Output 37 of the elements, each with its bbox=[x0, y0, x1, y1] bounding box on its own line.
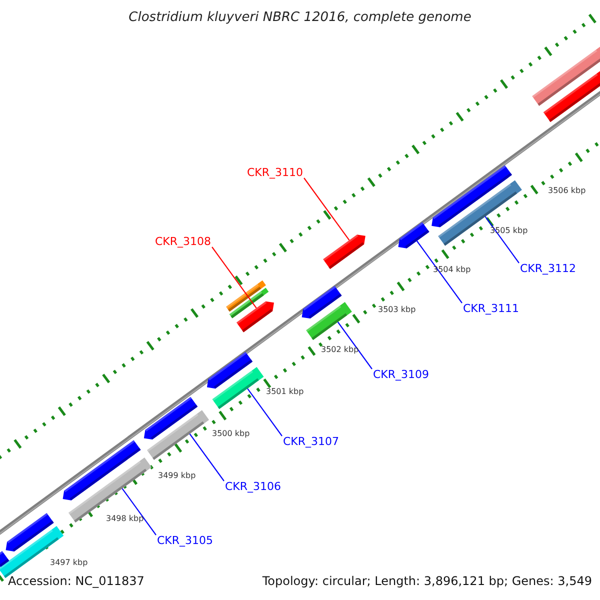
gene-bar bbox=[229, 288, 269, 318]
accession-text: Accession: NC_011837 bbox=[8, 575, 144, 587]
gene-bar bbox=[206, 352, 253, 389]
gene-bar bbox=[0, 551, 10, 567]
gene-label: CKR_3111 bbox=[463, 303, 520, 314]
leader-line bbox=[337, 322, 372, 370]
gene-bar bbox=[543, 70, 600, 122]
title: Clostridium kluyveri NBRC 12016, complete genome bbox=[128, 11, 472, 24]
position-label: 3498 kbp bbox=[106, 515, 144, 523]
gene-label: CKR_3109 bbox=[373, 369, 430, 380]
gene-bar bbox=[144, 396, 198, 440]
gene-bar bbox=[398, 222, 430, 248]
position-label: 3499 kbp bbox=[158, 472, 196, 480]
leader-line bbox=[304, 178, 350, 241]
gene-label: CKR_3107 bbox=[283, 436, 340, 447]
gene-bar bbox=[323, 234, 366, 269]
position-label: 3502 kbp bbox=[321, 346, 359, 354]
position-label: 3501 kbp bbox=[266, 388, 304, 396]
genome-info-text: Topology: circular; Length: 3,896,121 bp; Genes: 3,549 bbox=[262, 575, 592, 587]
gene-label: CKR_3106 bbox=[225, 481, 282, 492]
leader-line bbox=[189, 434, 224, 482]
gene-bar bbox=[432, 165, 512, 228]
position-label: 3506 kbp bbox=[548, 187, 586, 195]
leader-line bbox=[416, 240, 462, 304]
leader-line bbox=[122, 488, 156, 536]
gene-label: CKR_3105 bbox=[157, 535, 214, 546]
leader-line bbox=[212, 246, 257, 308]
position-label: 3500 kbp bbox=[212, 430, 250, 438]
gene-label: CKR_3112 bbox=[520, 263, 576, 274]
leader-line bbox=[247, 388, 282, 436]
gene-bar bbox=[62, 440, 141, 500]
gene-label: CKR_3110 bbox=[247, 167, 304, 178]
gene-bar bbox=[302, 286, 342, 319]
leader-line bbox=[484, 216, 520, 264]
gene-label: CKR_3108 bbox=[155, 236, 212, 247]
position-label: 3503 kbp bbox=[378, 306, 416, 314]
position-label: 3497 kbp bbox=[50, 559, 88, 567]
